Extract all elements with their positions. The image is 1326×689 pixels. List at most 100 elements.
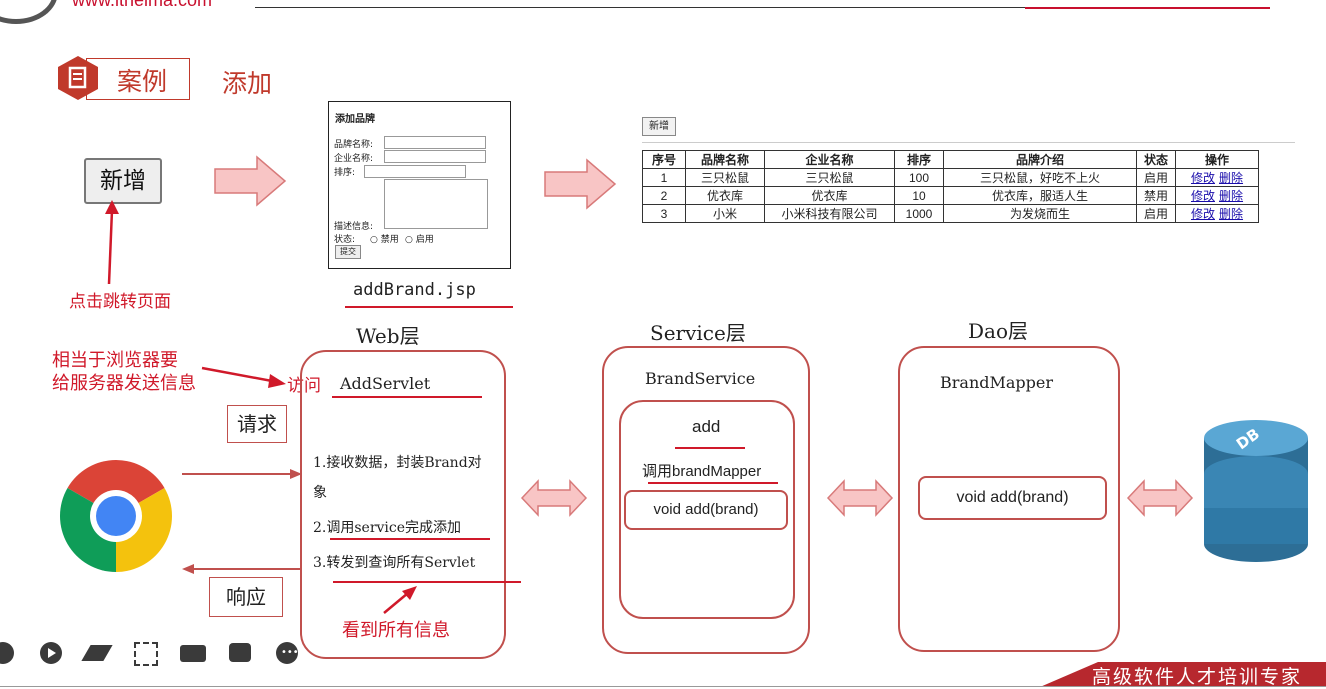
see-all-label: 看到所有信息 [342,620,450,641]
table-actions: 修改删除 [1175,186,1259,205]
table-cell: 三只松鼠 [685,168,765,187]
table-header: 品牌名称 [685,150,765,169]
status-option-enabled[interactable]: ○ 启用 [405,235,434,245]
form-label-brand: 品牌名称: [334,140,374,150]
new-button[interactable]: 新增 [84,158,162,204]
table-cell: 小米科技有限公司 [764,204,895,223]
focus-icon[interactable] [134,642,158,666]
service-signature: void add(brand) [624,490,788,530]
submit-button[interactable]: 提交 [335,245,361,259]
bidirectional-arrow-icon [826,479,894,517]
service-name: BrandService [645,369,756,388]
browser-note-line1: 相当于浏览器要 [52,350,178,371]
call-underline [648,482,778,484]
servlet-step-2: 2.调用service完成添加 [313,520,462,536]
table-cell: 启用 [1136,204,1176,223]
dao-signature: void add(brand) [918,476,1107,520]
add-brand-form-preview: 添加品牌 品牌名称: 企业名称: 排序: 描述信息: 状态: ○ 禁用 ○ 启用… [328,101,511,269]
access-label: 访问 [287,376,321,396]
jsp-filename: addBrand.jsp [353,280,476,300]
step2-underline [330,538,490,540]
table-row: 1 三只松鼠 三只松鼠 100 三只松鼠，好吃不上火 启用 修改删除 [642,168,1259,187]
description-textarea[interactable] [384,179,488,229]
more-icon[interactable]: ••• [276,642,299,664]
bidirectional-arrow-icon [520,479,588,517]
edit-link[interactable]: 修改 [1190,207,1215,221]
arrow-right-icon [214,155,287,207]
delete-link[interactable]: 删除 [1219,171,1244,185]
form-label-status: 状态: [334,235,356,245]
note-arrow-icon [201,366,286,388]
table-cell: 启用 [1136,168,1176,187]
camera-icon[interactable] [180,645,206,662]
jsp-underline [345,306,513,308]
step3-underline [333,581,521,583]
table-actions: 修改删除 [1175,168,1259,187]
form-label-order: 排序: [334,168,356,178]
web-layer-box [300,350,506,659]
service-layer-box [602,346,810,654]
request-arrow-icon [182,469,302,479]
click-note: 点击跳转页面 [69,292,171,312]
form-title: 添加品牌 [335,114,375,125]
method-underline [675,447,745,449]
status-option-enabled-label: 启用 [415,235,434,245]
table-cell: 100 [894,168,944,187]
status-option-disabled-label: 禁用 [380,235,399,245]
order-input[interactable] [364,165,466,178]
pointer-arrow-icon [105,200,119,285]
table-row: 3 小米 小米科技有限公司 1000 为发烧而生 启用 修改删除 [642,204,1259,223]
table-cell: 为发烧而生 [943,204,1137,223]
delete-link[interactable]: 删除 [1219,189,1244,203]
table-header: 品牌介绍 [943,150,1137,169]
table-cell: 10 [894,186,944,205]
web-layer-title: Web层 [356,324,420,348]
servlet-step-3: 3.转发到查询所有Servlet [313,555,476,571]
dao-layer-title: Dao层 [968,319,1028,343]
document-icon [58,56,98,100]
table-header: 企业名称 [764,150,895,169]
request-label: 请求 [227,405,287,443]
servlet-underline [332,396,482,398]
table-cell: 1000 [894,204,944,223]
form-label-description: 描述信息: [334,222,374,232]
header-divider [255,7,1270,8]
table-cell: 3 [642,204,686,223]
table-cell: 优衣库 [764,186,895,205]
table-cell: 三只松鼠 [764,168,895,187]
table-header-row: 序号 品牌名称 企业名称 排序 品牌介绍 状态 操作 [642,150,1259,169]
response-label: 响应 [209,577,283,617]
edit-link[interactable]: 修改 [1190,189,1215,203]
see-all-arrow-icon [383,586,417,614]
section-subtitle: 添加 [222,69,273,98]
table-cell: 禁用 [1136,186,1176,205]
chat-icon[interactable] [229,643,251,662]
delete-link[interactable]: 删除 [1219,207,1244,221]
status-option-disabled[interactable]: ○ 禁用 [370,235,399,245]
edit-link[interactable]: 修改 [1190,171,1215,185]
browser-note-line2: 给服务器发送信息 [52,373,196,394]
browser-note: 相当于浏览器要 给服务器发送信息 [52,349,196,395]
table-cell: 2 [642,186,686,205]
database-icon [1204,420,1308,562]
table-cell: 1 [642,168,686,187]
dao-layer-box [898,346,1120,652]
table-cell: 三只松鼠，好吃不上火 [943,168,1137,187]
servlet-step-1: 1.接收数据，封装Brand对 [313,455,482,471]
company-name-input[interactable] [384,150,486,163]
pen-icon[interactable] [81,645,113,661]
table-cell: 小米 [685,204,765,223]
form-label-company: 企业名称: [334,154,374,164]
brand-name-input[interactable] [384,136,486,149]
table-new-button[interactable]: 新增 [642,117,676,136]
table-header: 序号 [642,150,686,169]
table-cell: 优衣库 [685,186,765,205]
play-icon[interactable] [40,642,62,664]
chrome-browser-icon [59,460,173,572]
previous-icon[interactable] [0,642,14,664]
table-actions: 修改删除 [1175,204,1259,223]
footer-bar [1098,662,1326,687]
service-layer-title: Service层 [650,321,746,345]
table-header: 状态 [1136,150,1176,169]
footer-accent [1040,662,1098,687]
